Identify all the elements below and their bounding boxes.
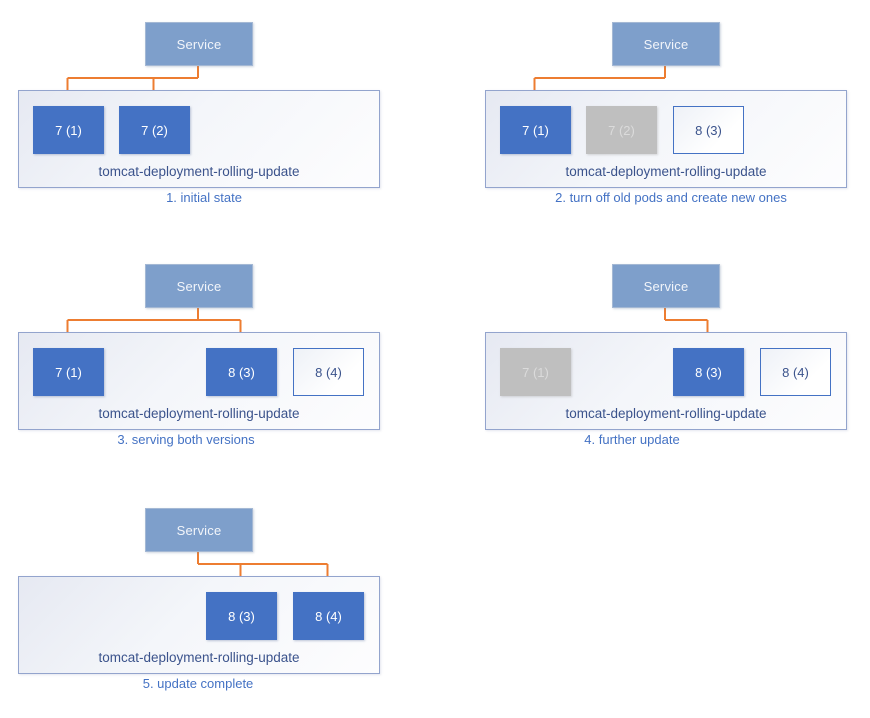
pod-8-4: 8 (4) [293,348,364,396]
deployment-box: 8 (3) 7 (2) 7 (1) tomcat-deployment-rollin… [485,90,847,188]
service-label: Service [643,36,689,52]
service-box: Service [145,508,253,552]
pod-8-4: 8 (4) [760,348,831,396]
service-label: Service [643,278,689,294]
service-label: Service [176,36,222,52]
stage-caption: 3. serving both versions [117,432,255,447]
rolling-update-stage-panel: Service 8 (3) 7 (2) 7 (1) tomcat-deploymen… [467,0,870,235]
deployment-label: tomcat-deployment-rolling-update [565,164,767,179]
service-label: Service [176,278,222,294]
rolling-update-stage-panel: Service 7 (2) 7 (1) tomcat-deployment-rol… [0,0,403,235]
deployment-label: tomcat-deployment-rolling-update [98,406,300,421]
deployment-label: tomcat-deployment-rolling-update [98,650,300,665]
deployment-box: 8 (4) 8 (3) 7 (1) tomcat-deployment-rollin… [485,332,847,430]
pod-8-3: 8 (3) [206,348,277,396]
deployment-box: 8 (4) 8 (3) 7 (1) tomcat-deployment-rollin… [18,332,380,430]
stage-caption: 4. further update [584,432,680,447]
pod-7-2: 7 (2) [119,106,190,154]
rolling-update-stage-panel: Service 8 (4) 8 (3) 7 (1) tomcat-deploymen… [0,242,403,477]
service-box: Service [145,22,253,66]
service-box: Service [612,22,720,66]
stage-caption: 5. update complete [142,676,254,691]
stage-caption: 1. initial state [166,190,242,205]
rolling-update-stage-panel: Service 8 (4) 8 (3) 7 (1) tomcat-deploymen… [467,242,870,477]
pod-7-1: 7 (1) [500,106,571,154]
stage-caption: 2. turn off old pods and create new ones [555,190,787,205]
rolling-update-stage-panel: Service 8 (4) 8 (3) tomcat-deployment-rol… [0,486,403,718]
service-box: Service [145,264,253,308]
deployment-label: tomcat-deployment-rolling-update [98,164,300,179]
pod-8-3: 8 (3) [673,106,744,154]
pod-8-4: 8 (4) [293,592,364,640]
deployment-label: tomcat-deployment-rolling-update [565,406,767,421]
pod-7-1: 7 (1) [33,348,104,396]
pod-8-3: 8 (3) [206,592,277,640]
pod-7-1: 7 (1) [500,348,571,396]
pod-8-3: 8 (3) [673,348,744,396]
deployment-box: 8 (4) 8 (3) tomcat-deployment-rolling-upd… [18,576,380,674]
service-label: Service [176,522,222,538]
deployment-box: 7 (2) 7 (1) tomcat-deployment-rolling-upd… [18,90,380,188]
pod-7-2: 7 (2) [586,106,657,154]
pod-7-1: 7 (1) [33,106,104,154]
service-box: Service [612,264,720,308]
